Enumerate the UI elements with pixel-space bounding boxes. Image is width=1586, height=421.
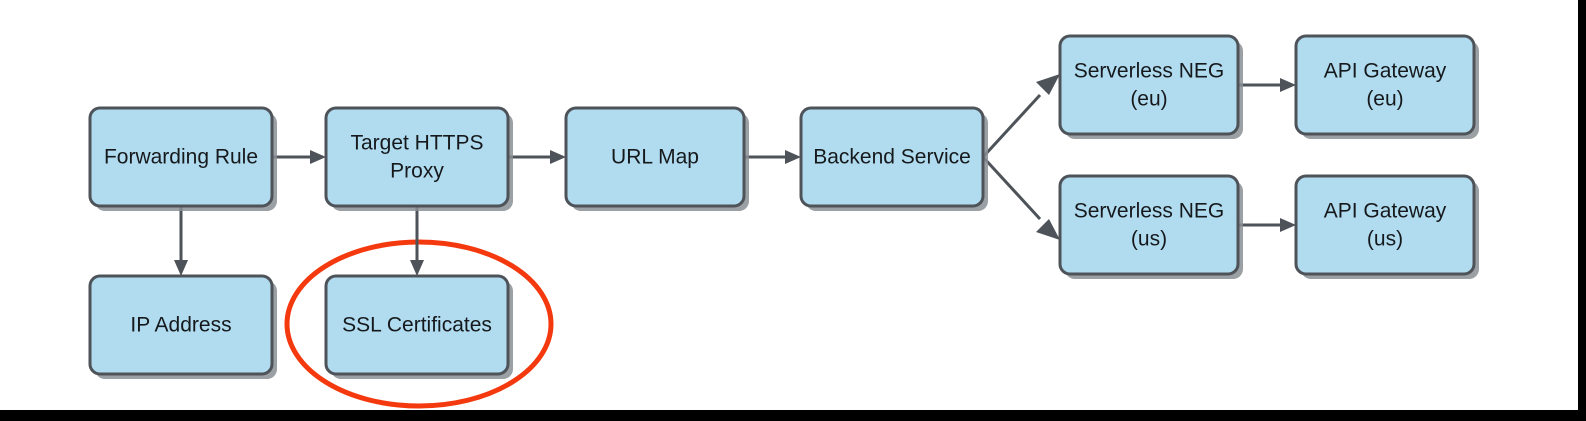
node-target-https-proxy-label-line2: Proxy — [390, 160, 444, 183]
node-api-gateway-us-label-line1: API Gateway — [1324, 200, 1447, 223]
node-serverless-neg-us[interactable]: Serverless NEG (us) — [1058, 174, 1243, 279]
node-api-gateway-eu-label-line2: (eu) — [1366, 88, 1403, 111]
node-ip-address[interactable]: IP Address — [88, 274, 277, 379]
node-api-gateway-eu-label-line1: API Gateway — [1324, 60, 1447, 83]
edge-neg-eu-to-gateway-eu — [1238, 78, 1296, 92]
edge-backend-to-neg-us — [981, 155, 1060, 240]
edge-backend-to-neg-eu — [981, 74, 1060, 159]
node-serverless-neg-eu-label-line2: (eu) — [1130, 88, 1167, 111]
edges-layer — [174, 74, 1296, 276]
edge-forwarding-to-ip — [174, 206, 188, 276]
node-url-map-label: URL Map — [611, 146, 699, 169]
node-target-https-proxy[interactable]: Target HTTPS Proxy — [324, 106, 513, 211]
edge-proxy-to-urlmap — [508, 150, 566, 164]
node-forwarding-rule-label: Forwarding Rule — [104, 146, 258, 169]
frame-bottom-edge — [0, 410, 1586, 421]
node-backend-service-label: Backend Service — [813, 146, 971, 169]
node-serverless-neg-us-label-line1: Serverless NEG — [1074, 200, 1225, 223]
node-url-map[interactable]: URL Map — [564, 106, 749, 211]
node-serverless-neg-eu[interactable]: Serverless NEG (eu) — [1058, 34, 1243, 139]
frame-right-edge — [1578, 0, 1586, 421]
node-ssl-certificates-label: SSL Certificates — [342, 314, 492, 337]
node-api-gateway-us[interactable]: API Gateway (us) — [1294, 174, 1479, 279]
nodes-layer: Forwarding Rule Target HTTPS Proxy URL M… — [88, 34, 1479, 379]
node-backend-service[interactable]: Backend Service — [799, 106, 988, 211]
edge-proxy-to-ssl — [410, 206, 424, 276]
node-forwarding-rule[interactable]: Forwarding Rule — [88, 106, 277, 211]
node-api-gateway-eu[interactable]: API Gateway (eu) — [1294, 34, 1479, 139]
node-target-https-proxy-label-line1: Target HTTPS — [350, 132, 483, 155]
node-api-gateway-us-label-line2: (us) — [1367, 228, 1403, 251]
node-serverless-neg-eu-label-line1: Serverless NEG — [1074, 60, 1225, 83]
edge-neg-us-to-gateway-us — [1238, 218, 1296, 232]
edge-urlmap-to-backend — [744, 150, 801, 164]
ssl-certificates-highlight-ellipse — [284, 239, 554, 409]
node-ip-address-label: IP Address — [130, 314, 231, 337]
node-serverless-neg-us-label-line2: (us) — [1131, 228, 1167, 251]
node-ssl-certificates[interactable]: SSL Certificates — [324, 274, 513, 379]
edge-forwarding-to-proxy — [272, 150, 326, 164]
